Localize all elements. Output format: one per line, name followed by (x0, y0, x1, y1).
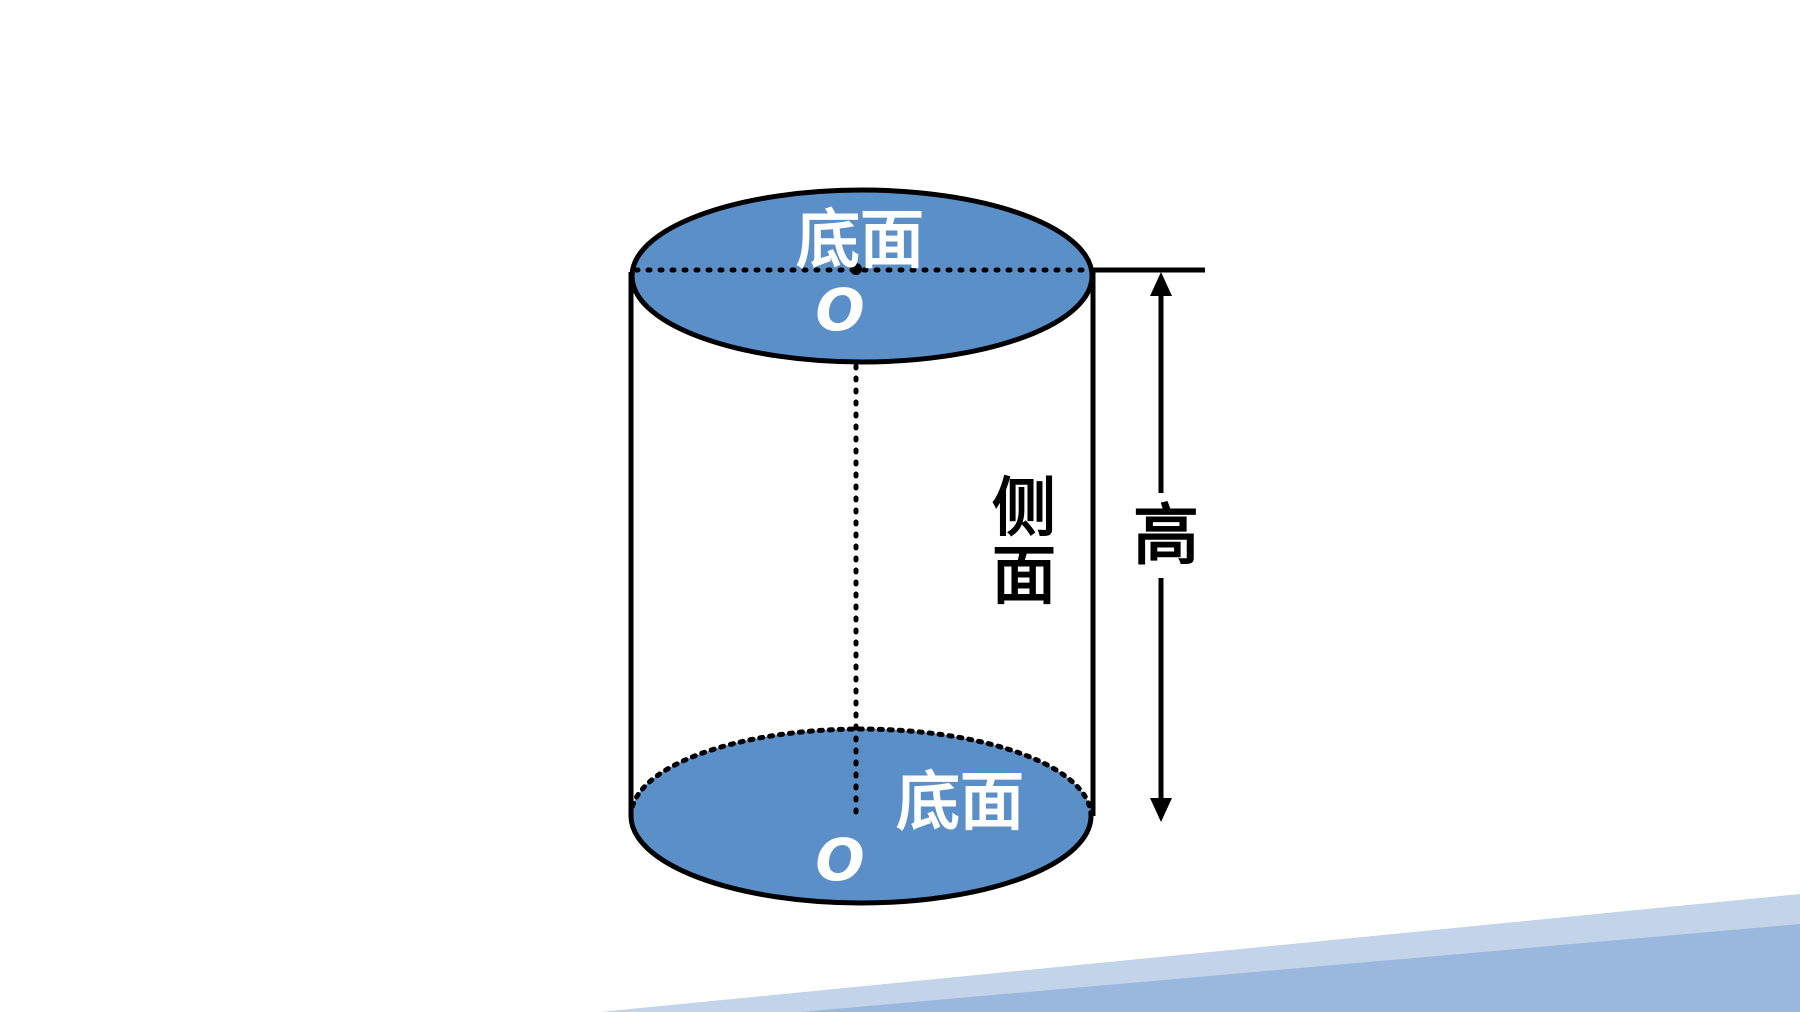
height-arrow-up (1150, 272, 1172, 296)
bottom-center-label: O (815, 826, 864, 894)
top-base-ellipse (629, 187, 1095, 365)
bottom-base-ellipse (631, 729, 1091, 903)
bottom-base-label: 底面 (896, 766, 1024, 840)
lateral-surface-label-2: 面 (992, 540, 1056, 614)
top-center-point (850, 263, 862, 275)
top-center-label: O (815, 276, 864, 344)
decorative-band-dark (800, 924, 1800, 1012)
top-base-label: 底面 (796, 204, 924, 278)
lateral-surface-label-1: 侧 (992, 472, 1056, 546)
height-arrow-down (1150, 798, 1172, 822)
height-label: 高 (1133, 497, 1199, 574)
bottom-base-front-edge (628, 815, 1094, 906)
bottom-base-hidden-edge (628, 726, 1094, 819)
